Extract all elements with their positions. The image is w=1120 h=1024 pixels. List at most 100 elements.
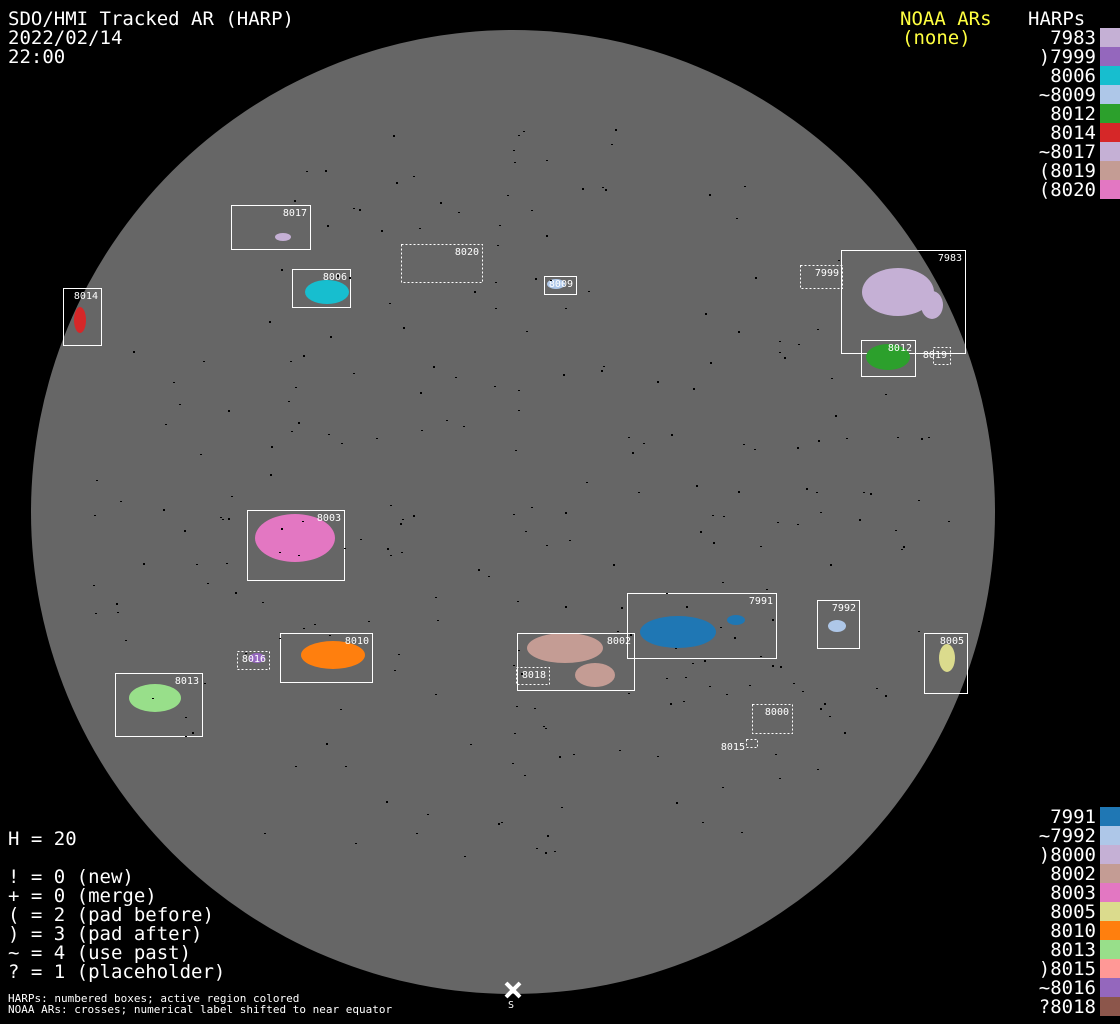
harp-box-8006[interactable]	[292, 269, 351, 308]
active-region-8013	[129, 684, 181, 712]
magnetic-speck	[96, 480, 98, 481]
legend-label: ?8018	[1038, 995, 1096, 1018]
magnetic-speck	[402, 519, 404, 520]
magnetic-speck	[736, 218, 738, 219]
magnetic-speck	[546, 160, 548, 161]
harp-box-8012[interactable]	[861, 340, 916, 377]
magnetic-speck	[820, 512, 822, 513]
magnetic-speck	[901, 549, 903, 550]
magnetic-speck	[262, 602, 264, 603]
magnetic-speck	[876, 688, 878, 689]
harp-box-7992[interactable]	[817, 600, 860, 649]
harp-box-8005[interactable]	[924, 633, 968, 694]
legend-label: 8014	[1050, 121, 1096, 144]
harp-label: 8012	[888, 343, 912, 354]
harp-box-8009[interactable]	[544, 276, 577, 295]
magnetic-speck	[657, 756, 659, 757]
magnetic-speck	[546, 545, 548, 546]
magnetic-speck	[235, 592, 237, 594]
magnetic-speck	[222, 519, 224, 520]
magnetic-speck	[671, 434, 673, 436]
footer-line-2: NOAA ARs: crosses; numerical label shift…	[8, 1003, 393, 1016]
harp-box-8002[interactable]	[517, 633, 635, 691]
magnetic-speck	[526, 331, 528, 332]
harp-box-8018[interactable]	[516, 667, 550, 685]
magnetic-speck	[165, 424, 167, 425]
magnetic-speck	[416, 833, 418, 834]
magnetic-speck	[666, 678, 668, 679]
magnetic-speck	[675, 648, 677, 649]
status-line: ? = 1 (placeholder)	[8, 961, 226, 983]
harp-label: 8016	[242, 654, 266, 665]
active-region-7983b	[921, 291, 943, 319]
magnetic-speck	[885, 695, 887, 697]
harp-box-8015[interactable]	[746, 739, 758, 748]
legend-item: (8020	[1020, 179, 1120, 201]
active-region-8002b	[575, 663, 615, 687]
magnetic-speck	[518, 135, 520, 136]
harp-box-8013[interactable]	[115, 673, 203, 737]
magnetic-speck	[696, 485, 698, 487]
magnetic-speck	[744, 186, 746, 187]
magnetic-speck	[817, 769, 819, 770]
magnetic-speck	[179, 404, 181, 405]
magnetic-speck	[306, 171, 308, 172]
magnetic-speck	[298, 422, 300, 424]
legend-label: 7983	[1050, 26, 1096, 49]
magnetic-speck	[294, 200, 296, 202]
magnetic-speck	[93, 585, 95, 586]
magnetic-speck	[200, 454, 202, 455]
magnetic-speck	[918, 500, 920, 501]
harp-box-7999[interactable]	[800, 265, 843, 289]
magnetic-speck	[440, 202, 442, 204]
magnetic-speck	[386, 801, 388, 803]
legend-label: 8002	[1050, 862, 1096, 885]
magnetic-speck	[523, 131, 525, 132]
legend-swatch	[1100, 997, 1120, 1016]
magnetic-speck	[621, 607, 623, 609]
magnetic-speck	[499, 225, 501, 226]
magnetic-speck	[722, 582, 724, 583]
magnetic-speck	[603, 366, 605, 367]
harp-box-8019[interactable]	[933, 347, 951, 365]
status-line: ( = 2 (pad before)	[8, 904, 214, 926]
harp-label: 7991	[749, 596, 773, 607]
magnetic-speck	[328, 434, 330, 435]
magnetic-speck	[846, 438, 848, 439]
harp-box-8000[interactable]	[752, 704, 793, 734]
footer-line-1: HARPs: numbered boxes; active region col…	[8, 992, 300, 1005]
magnetic-speck	[760, 546, 762, 547]
legend-item: ~8016	[1020, 977, 1120, 999]
harp-box-8014[interactable]	[63, 288, 102, 346]
magnetic-speck	[435, 597, 437, 598]
magnetic-speck	[245, 653, 247, 654]
active-region-8010	[301, 641, 365, 669]
harp-box-7991[interactable]	[627, 593, 777, 659]
south-pole-cross-icon	[504, 981, 522, 999]
harp-box-8010[interactable]	[280, 633, 373, 683]
harp-box-8017[interactable]	[231, 205, 311, 250]
harp-label: 8017	[283, 208, 307, 219]
harp-box-8020[interactable]	[401, 244, 483, 283]
magnetic-speck	[420, 392, 422, 394]
legend-label: ~8017	[1038, 140, 1096, 163]
title: SDO/HMI Tracked AR (HARP)	[8, 8, 294, 30]
magnetic-speck	[389, 303, 391, 304]
magnetic-speck	[433, 366, 435, 368]
magnetic-speck	[514, 733, 516, 734]
harp-box-8003[interactable]	[247, 510, 345, 581]
magnetic-speck	[394, 670, 396, 671]
legend-label: 8012	[1050, 102, 1096, 125]
magnetic-speck	[207, 583, 209, 584]
harp-box-8016[interactable]	[237, 651, 270, 670]
magnetic-speck	[829, 716, 831, 717]
magnetic-speck	[720, 627, 722, 628]
harp-label: 8003	[317, 513, 341, 524]
magnetic-speck	[220, 517, 222, 518]
magnetic-speck	[326, 743, 328, 745]
magnetic-speck	[163, 509, 165, 511]
magnetic-speck	[120, 501, 122, 502]
magnetic-speck	[184, 530, 186, 532]
